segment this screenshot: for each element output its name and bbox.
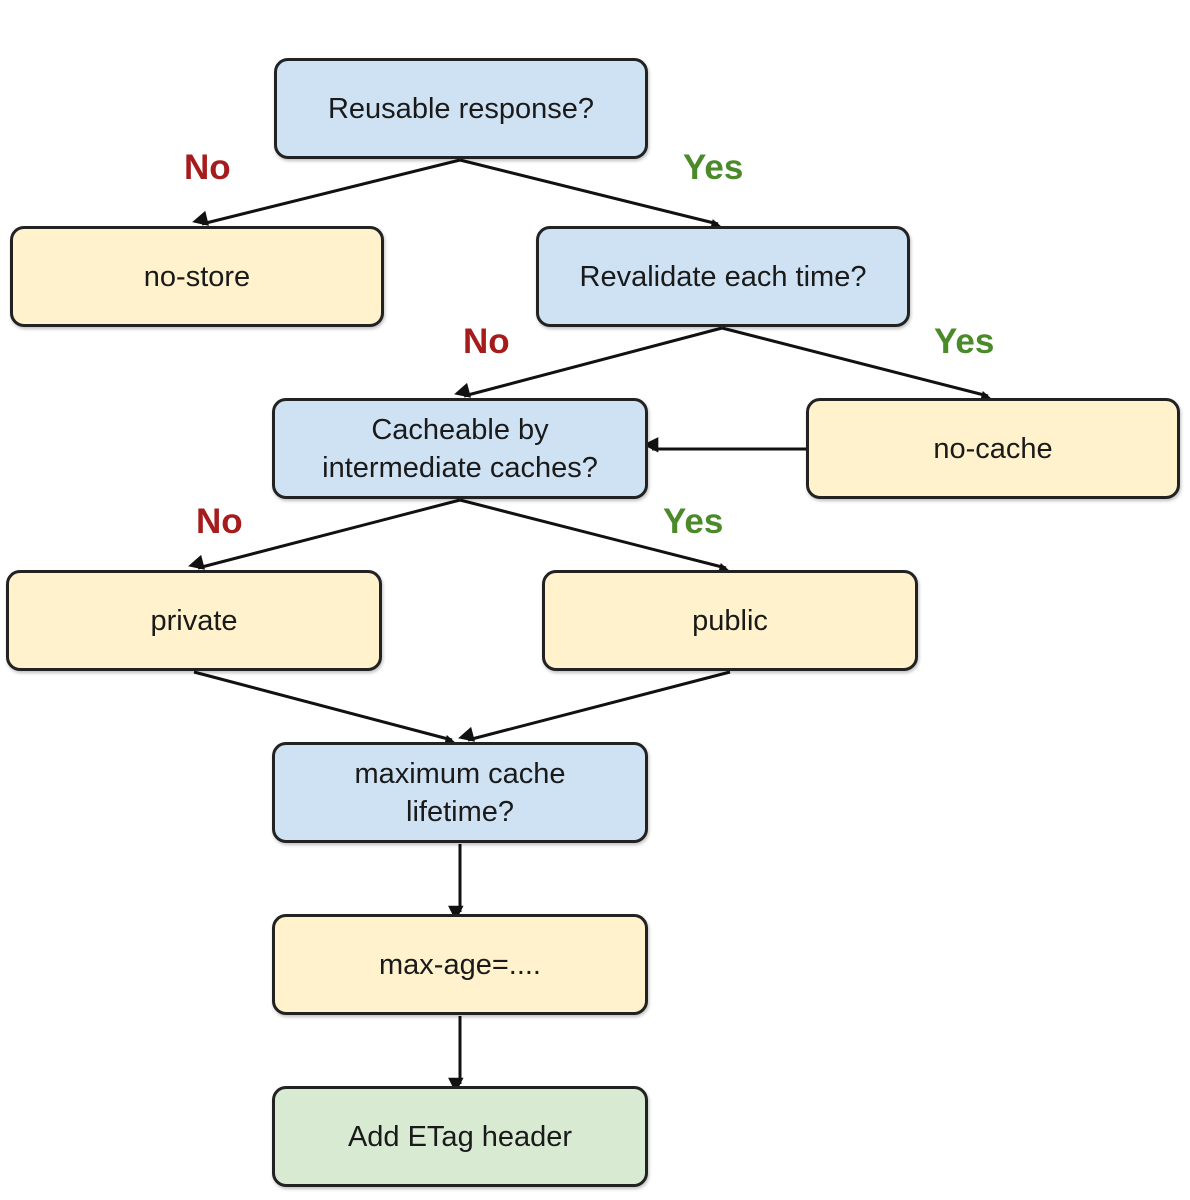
arrow-reusable-to-nostore xyxy=(192,158,461,226)
branch-label-reusable-no: No xyxy=(184,148,231,187)
node-revalidate-each-time: Revalidate each time? xyxy=(536,226,910,327)
branch-label-revalidate-no: No xyxy=(463,322,510,361)
arrow-public-to-maxlifetime xyxy=(458,670,731,742)
node-max-age: max-age=.... xyxy=(272,914,648,1015)
node-cacheable-by-intermediate: Cacheable by intermediate caches? xyxy=(272,398,648,499)
arrow-reusable-to-revalidate xyxy=(459,158,726,235)
arrow-revalidate-to-cacheable xyxy=(454,326,723,398)
node-public: public xyxy=(542,570,918,671)
branch-label-revalidate-yes: Yes xyxy=(934,322,995,361)
arrow-private-to-maxlifetime xyxy=(193,670,460,750)
branch-label-cacheable-no: No xyxy=(196,502,243,541)
node-maximum-cache-lifetime: maximum cache lifetime? xyxy=(272,742,648,843)
arrow-cacheable-to-public xyxy=(459,498,734,578)
node-reusable-response: Reusable response? xyxy=(274,58,648,159)
arrow-cacheable-to-private xyxy=(188,498,461,570)
node-no-cache: no-cache xyxy=(806,398,1180,499)
branch-label-cacheable-yes: Yes xyxy=(663,502,724,541)
node-no-store: no-store xyxy=(10,226,384,327)
node-private: private xyxy=(6,570,382,671)
node-add-etag-header: Add ETag header xyxy=(272,1086,648,1187)
branch-label-reusable-yes: Yes xyxy=(683,148,744,187)
arrow-revalidate-to-nocache xyxy=(721,326,996,406)
